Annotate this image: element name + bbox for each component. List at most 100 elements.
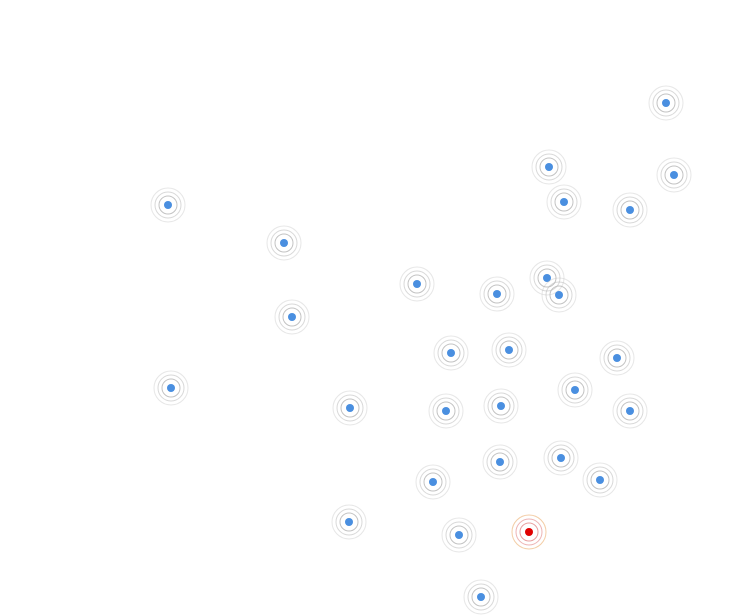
pulse-ring [486,448,514,476]
marker-dot [596,476,604,484]
pulse-ring [586,466,614,494]
marker-dot [543,274,551,282]
pulse-ring [399,266,435,302]
pulse-ring [656,93,676,113]
pulse-ring [612,393,648,429]
marker-dot [626,407,634,415]
pulse-ring [616,196,644,224]
location-pulse-icon[interactable] [482,444,518,480]
pulse-ring [419,468,447,496]
pulse-ring [154,191,182,219]
location-pulse-icon[interactable] [153,370,189,406]
pulse-ring [535,153,563,181]
location-pulse-icon[interactable] [543,440,579,476]
location-pulse-icon[interactable] [332,390,368,426]
pulse-ring [436,401,456,421]
pulse-ring [537,268,557,288]
pulse-ring [603,344,631,372]
pulse-ring [428,393,464,429]
pulse-ring [266,225,302,261]
location-pulse-icon[interactable] [582,462,618,498]
pulse-ring [331,504,367,540]
pulse-ring [547,444,575,472]
marker-dot [670,171,678,179]
pulse-ring [648,85,684,121]
pulse-ring [652,89,680,117]
pulse-ring [511,514,547,550]
pulse-ring [274,233,294,253]
pulse-ring [590,470,610,490]
marker-dot [288,313,296,321]
pulse-ring [423,472,443,492]
location-pulse-icon[interactable] [428,393,464,429]
pulse-ring [415,464,451,500]
location-pulse-icon[interactable] [648,85,684,121]
marker-dot [662,99,670,107]
pulse-ring [565,380,585,400]
pulse-ring [499,340,519,360]
location-pulse-icon[interactable] [399,266,435,302]
location-pulse-icon[interactable] [491,332,527,368]
marker-dot [346,404,354,412]
pulse-ring [616,397,644,425]
pulse-ring [545,281,573,309]
pulse-ring [282,307,302,327]
location-pulse-icon[interactable] [274,299,310,335]
pulse-ring [340,398,360,418]
pulse-ring [441,343,461,363]
pulse-ring [582,462,618,498]
pulse-ring [482,444,518,480]
pulse-ring [546,184,582,220]
pulse-ring [479,276,515,312]
pulse-ring [278,303,306,331]
pulse-ring [463,579,499,615]
pulse-ring [539,157,559,177]
pulse-ring [557,372,593,408]
marker-dot [497,402,505,410]
pulse-ring [158,195,178,215]
location-pulse-icon[interactable] [612,192,648,228]
pulse-ring [467,583,495,611]
marker-dot [455,531,463,539]
pulse-ring [335,508,363,536]
location-pulse-icon[interactable] [415,464,451,500]
pulse-ring [445,521,473,549]
marker-dot [280,239,288,247]
location-pulse-icon[interactable] [150,187,186,223]
pulse-ring [620,401,640,421]
location-pulse-icon[interactable] [541,277,577,313]
location-pulse-icon[interactable] [612,393,648,429]
location-pulse-icon[interactable] [531,149,567,185]
marker-dot [164,201,172,209]
pulse-ring [620,200,640,220]
location-pulse-icon[interactable] [656,157,692,193]
location-pulse-icon[interactable] [529,260,565,296]
location-pulse-icon[interactable] [266,225,302,261]
location-pulse-icon[interactable] [599,340,635,376]
marker-dot [493,290,501,298]
marker-dot [413,280,421,288]
location-pulse-icon[interactable] [441,517,477,553]
pulse-ring [161,378,181,398]
location-pulse-icon[interactable] [331,504,367,540]
location-pulse-icon[interactable] [433,335,469,371]
pulse-ring [656,157,692,193]
pulse-ring [495,336,523,364]
pulse-ring [487,284,507,304]
location-pulse-icon[interactable] [546,184,582,220]
marker-dot [626,206,634,214]
marker-dot [555,291,563,299]
pulse-ring [543,440,579,476]
pulse-ring [433,335,469,371]
pulse-ring [549,285,569,305]
selected-location-pulse-icon[interactable] [511,514,547,550]
pulse-ring [332,390,368,426]
location-pulse-icon[interactable] [479,276,515,312]
location-pulse-icon[interactable] [483,388,519,424]
location-pulse-icon[interactable] [463,579,499,615]
location-pulse-icon[interactable] [557,372,593,408]
pulse-ring [664,165,684,185]
marker-dot [477,593,485,601]
pulse-ring [529,260,565,296]
